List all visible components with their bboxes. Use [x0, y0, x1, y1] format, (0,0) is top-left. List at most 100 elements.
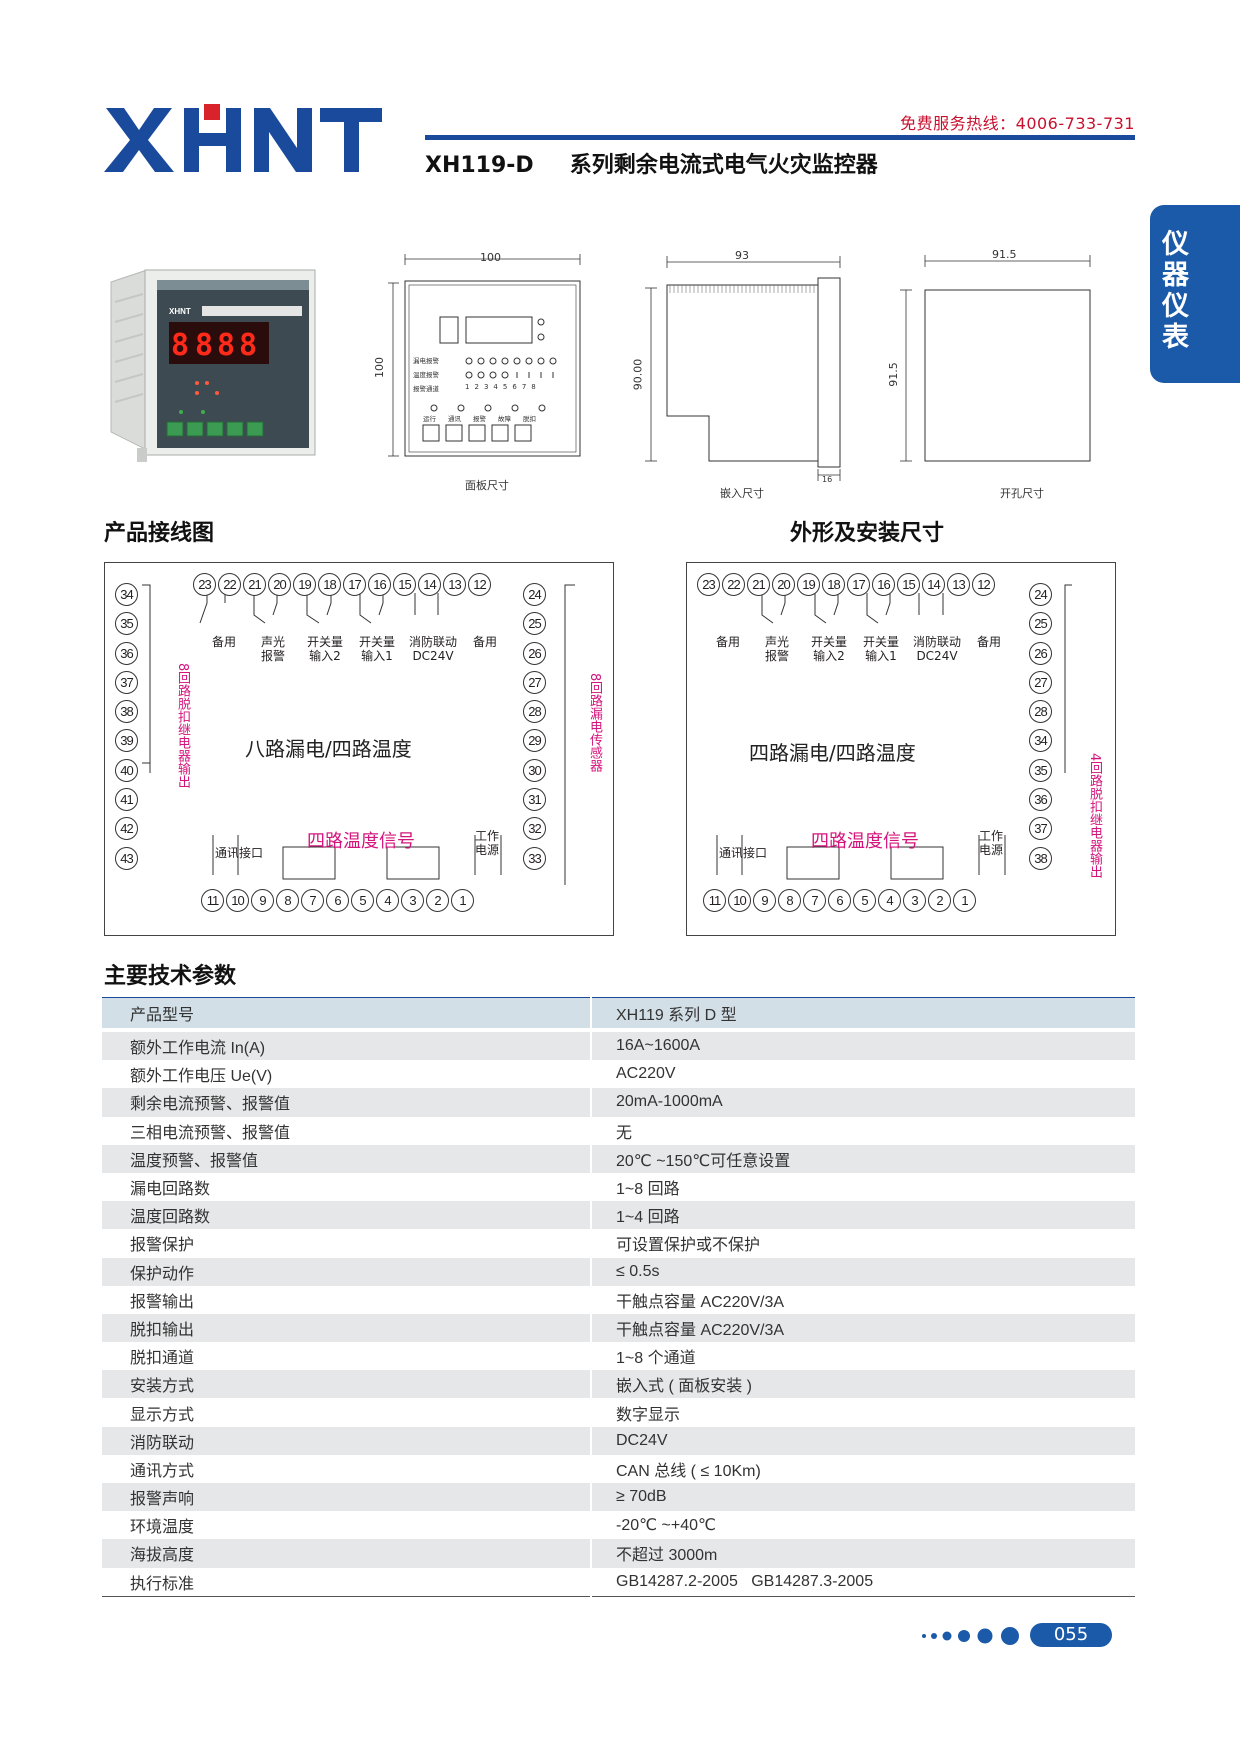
table-header-row: 产品型号 XH119 系列 D 型 — [102, 997, 1135, 1028]
terminal: 11 — [703, 889, 726, 912]
table-row: 报警输出干触点容量 AC220V/3A — [102, 1285, 1135, 1314]
param-name: 显示方式 — [102, 1398, 592, 1427]
terminal: 8 — [778, 889, 801, 912]
terminal: 3 — [903, 889, 926, 912]
terminal: 12 — [972, 573, 995, 596]
terminal: 29 — [523, 729, 546, 753]
top-labels: 备用 声光 报警 开关量 输入2 开关量 输入1 消防联动 DC24V 备用 — [201, 635, 507, 663]
param-value: 1~8 回路 — [591, 1172, 1135, 1202]
dim-cutout-height: 91.5 — [886, 362, 900, 387]
panel-row-label: 报警通道 — [413, 385, 439, 393]
wiring-title-8ch: 八路漏电/四路温度 — [245, 737, 412, 761]
terminal: 19 — [797, 573, 820, 596]
panel-row-labels: 漏电报警 温度报警 报警通道 — [413, 354, 439, 396]
section-title-params: 主要技术参数 — [104, 964, 237, 989]
terminal: 1 — [953, 889, 976, 912]
param-name: 漏电回路数 — [102, 1172, 592, 1202]
table-row: 脱扣输出干触点容量 AC220V/3A — [102, 1313, 1135, 1343]
terminal: 33 — [523, 846, 546, 870]
terminal: 14 — [922, 573, 945, 596]
table-row: 海拔高度不超过 3000m — [102, 1539, 1135, 1568]
param-name: 额外工作电压 Ue(V) — [102, 1060, 592, 1089]
terminal: 4 — [376, 889, 399, 912]
terminal: 14 — [418, 573, 441, 596]
terminal: 40 — [115, 758, 138, 782]
terminal: 17 — [343, 573, 366, 596]
terminal: 34 — [115, 583, 138, 606]
terminal: 9 — [753, 889, 776, 912]
param-value: 嵌入式 ( 面板安装 ) — [591, 1370, 1135, 1399]
param-name: 脱扣输出 — [102, 1313, 592, 1343]
param-value: 16A~1600A — [591, 1032, 1135, 1061]
param-value: ≥ 70dB — [591, 1483, 1135, 1512]
terminal: 25 — [523, 612, 546, 636]
dim-embed-height: 90.00 — [631, 358, 645, 391]
param-value: GB14287.2-2005 GB14287.3-2005 — [591, 1567, 1135, 1597]
category-tab: 仪 器 仪 表 — [1150, 205, 1240, 383]
param-value: -20℃ ~+40℃ — [591, 1511, 1135, 1540]
top-terminals: 23 22 21 20 19 18 17 16 15 14 13 12 — [193, 573, 493, 596]
panel-led-label: 运行 — [423, 415, 436, 423]
terminal: 26 — [523, 641, 546, 665]
param-value: 干触点容量 AC220V/3A — [591, 1313, 1135, 1343]
terminal: 4 — [878, 889, 901, 912]
terminal: 7 — [803, 889, 826, 912]
param-name: 执行标准 — [102, 1567, 592, 1597]
terminal: 13 — [947, 573, 970, 596]
hotline-text: 免费服务热线：4006-733-731 — [900, 114, 1135, 133]
terminal: 24 — [1029, 583, 1052, 606]
terminal: 39 — [115, 729, 138, 753]
terminal: 16 — [872, 573, 895, 596]
page-dots — [920, 1627, 1028, 1649]
terminal: 7 — [301, 889, 324, 912]
panel-channel: 7 — [521, 383, 527, 391]
right-terminals: 24 25 26 27 28 34 35 36 37 38 — [1029, 583, 1054, 870]
top-label: 开关量 输入2 — [306, 635, 343, 663]
section-title-wiring: 产品接线图 — [104, 521, 215, 546]
params-table: 产品型号 XH119 系列 D 型 额外工作电流 In(A)16A~1600A … — [102, 997, 1135, 1597]
table-header-cell: 产品型号 — [102, 997, 592, 1028]
table-row: 三相电流预警、报警值无 — [102, 1116, 1135, 1145]
param-value: 1~4 回路 — [591, 1201, 1135, 1230]
comm-port-label: 通讯接口 — [215, 846, 264, 860]
param-name: 安装方式 — [102, 1370, 592, 1399]
param-name: 三相电流预警、报警值 — [102, 1116, 592, 1145]
terminal: 34 — [1029, 729, 1052, 753]
top-terminals: 23 22 21 20 19 18 17 16 15 14 13 12 — [697, 573, 997, 596]
table-row: 报警声响≥ 70dB — [102, 1483, 1135, 1512]
param-value: 无 — [591, 1116, 1135, 1145]
panel-channel: 3 — [483, 383, 489, 391]
param-value: 可设置保护或不保护 — [591, 1229, 1135, 1258]
param-name: 海拔高度 — [102, 1539, 592, 1568]
temp-signal-label: 四路温度信号 — [811, 831, 919, 852]
terminal: 5 — [351, 889, 374, 912]
table-row: 环境温度-20℃ ~+40℃ — [102, 1511, 1135, 1540]
param-name: 消防联动 — [102, 1426, 592, 1455]
terminal: 31 — [523, 788, 546, 812]
dim-panel-width: 100 — [480, 251, 501, 264]
terminal: 37 — [1029, 817, 1052, 841]
terminal: 27 — [523, 670, 546, 694]
power-label: 工作 电源 — [979, 829, 1004, 857]
param-value: 1~8 个通道 — [591, 1342, 1135, 1371]
wiring-title-4ch: 四路漏电/四路温度 — [749, 741, 916, 765]
panel-led-labels: 运行 通讯 报警 故障 脱扣 — [423, 413, 536, 423]
table-row: 安装方式嵌入式 ( 面板安装 ) — [102, 1370, 1135, 1399]
terminal: 22 — [722, 573, 745, 596]
power-label: 工作 电源 — [475, 829, 500, 857]
svg-text:XHNT: XHNT — [169, 307, 191, 316]
top-label: 开关量 输入2 — [810, 635, 847, 663]
dim-embed-width: 93 — [735, 249, 749, 262]
caption-embed: 嵌入尺寸 — [720, 487, 764, 500]
top-label: 开关量 输入1 — [862, 635, 899, 663]
tab-char: 器 — [1162, 260, 1189, 291]
terminal: 28 — [523, 700, 546, 724]
terminal: 13 — [443, 573, 466, 596]
terminal: 18 — [822, 573, 845, 596]
page-number: 055 — [1030, 1623, 1112, 1647]
